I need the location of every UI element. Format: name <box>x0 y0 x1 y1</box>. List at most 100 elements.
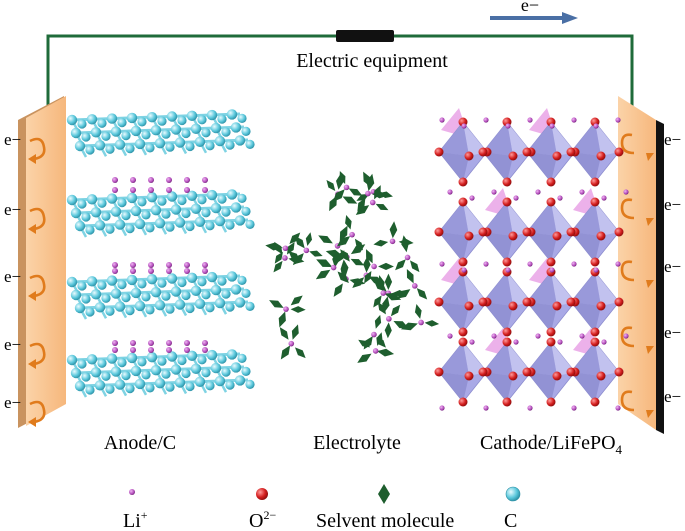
lithium-ion <box>439 405 445 411</box>
oxygen-atom <box>478 367 488 377</box>
carbon-atom <box>157 356 167 366</box>
octahedron-face <box>463 342 487 376</box>
carbon-atom <box>177 115 187 126</box>
lithium-ion <box>130 347 136 353</box>
carbon-atom <box>197 195 207 205</box>
lithium-ion <box>491 333 497 339</box>
oxygen-atom <box>434 367 444 377</box>
feo6-octahedron <box>526 201 576 263</box>
lithium-ion <box>112 177 118 183</box>
solvent-molecule <box>288 250 301 262</box>
carbon-atom <box>205 141 215 151</box>
carbon-atom <box>86 276 98 287</box>
carbon-atom <box>150 205 162 216</box>
carbon-atom <box>217 194 227 204</box>
solvated-lithium-cluster <box>400 303 440 331</box>
octahedron-face <box>483 342 513 376</box>
carbon-atom <box>214 297 226 309</box>
legend-solvent-marker <box>378 484 390 504</box>
solvent-molecule <box>336 250 345 264</box>
feo6-octahedron <box>438 271 488 333</box>
lithium-ion <box>535 189 541 195</box>
carbon-atom <box>185 303 195 314</box>
octahedron-face <box>595 272 619 306</box>
carbon-atom <box>130 205 142 217</box>
lithium-ion <box>615 117 621 123</box>
carbon-atom <box>106 275 118 286</box>
lithium-ion <box>571 405 577 411</box>
carbon-atom <box>134 218 146 230</box>
carbon-atom <box>206 189 218 201</box>
carbon-atom <box>121 371 131 381</box>
carbon-atom <box>234 297 246 308</box>
lithium-ion <box>112 262 118 268</box>
oxygen-atom <box>552 301 562 311</box>
octahedron-face <box>439 202 469 236</box>
solvated-lithium-cluster <box>395 235 420 273</box>
oxygen-atom <box>596 371 606 381</box>
lithium-ion <box>130 268 136 274</box>
carbon-atom <box>134 138 146 150</box>
feo6-octahedron <box>482 271 532 333</box>
carbon-atom <box>181 290 191 301</box>
legend-li-marker <box>129 489 135 495</box>
lithium-ion <box>365 190 371 197</box>
solvent-molecule <box>374 314 382 329</box>
carbon-atom <box>137 117 147 127</box>
carbon-atom <box>197 115 207 125</box>
lithium-ion <box>535 333 541 339</box>
solvent-molecule <box>366 249 373 264</box>
carbon-atom <box>114 219 126 230</box>
lithium-ion <box>483 405 489 411</box>
carbon-atom <box>97 118 107 128</box>
solvent-molecule <box>305 232 313 246</box>
anode-graphite-layers <box>66 109 255 398</box>
carbon-atom <box>221 289 231 299</box>
electron-label: e− <box>664 195 681 214</box>
lithium-ion <box>303 247 310 254</box>
cathode-plate <box>618 96 664 434</box>
oxygen-atom <box>502 197 512 207</box>
carbon-atom <box>210 202 222 214</box>
lithium-ion <box>372 348 379 354</box>
oxygen-atom <box>458 197 468 207</box>
carbon-atom <box>66 276 78 288</box>
carbon-atom <box>181 208 191 219</box>
carbon-atom <box>170 124 182 135</box>
carbon-atom <box>165 222 175 232</box>
carbon-atom <box>81 212 91 222</box>
lithium-ion <box>184 187 190 193</box>
carbon-atom <box>185 141 195 152</box>
lithium-ion <box>615 261 621 267</box>
octahedron-face <box>551 122 575 156</box>
oxygen-atom <box>552 371 562 381</box>
carbon-atom <box>225 302 235 312</box>
solvent-molecule <box>414 303 422 319</box>
lithium-ion <box>288 340 295 347</box>
oxygen-atom <box>464 301 474 311</box>
solvated-lithium-cluster <box>336 214 364 251</box>
solvated-lithium-cluster <box>292 232 323 266</box>
carbon-atom <box>177 277 187 288</box>
lithium-ion <box>461 267 467 273</box>
carbon-atom <box>230 202 242 213</box>
carbon-atom <box>66 194 78 206</box>
octahedron-face <box>595 122 619 156</box>
lithium-ion <box>439 117 445 123</box>
lithium-ion <box>202 347 208 353</box>
octahedron-face <box>571 302 601 332</box>
solvent-molecule <box>378 262 394 271</box>
carbon-atom <box>197 355 207 365</box>
oxygen-atom <box>614 297 624 307</box>
electron-curl-arrowhead <box>28 417 36 427</box>
solvent-molecule <box>373 239 389 247</box>
carbon-atom <box>197 277 207 287</box>
electron-label: e− <box>664 387 681 406</box>
legend-solvent-label: Selvent molecule <box>316 510 454 531</box>
octahedron-face <box>551 272 575 306</box>
carbon-atom <box>237 275 247 285</box>
solvent-molecule <box>384 273 393 290</box>
lithium-ion <box>148 262 154 268</box>
solvent-molecule <box>376 348 395 357</box>
